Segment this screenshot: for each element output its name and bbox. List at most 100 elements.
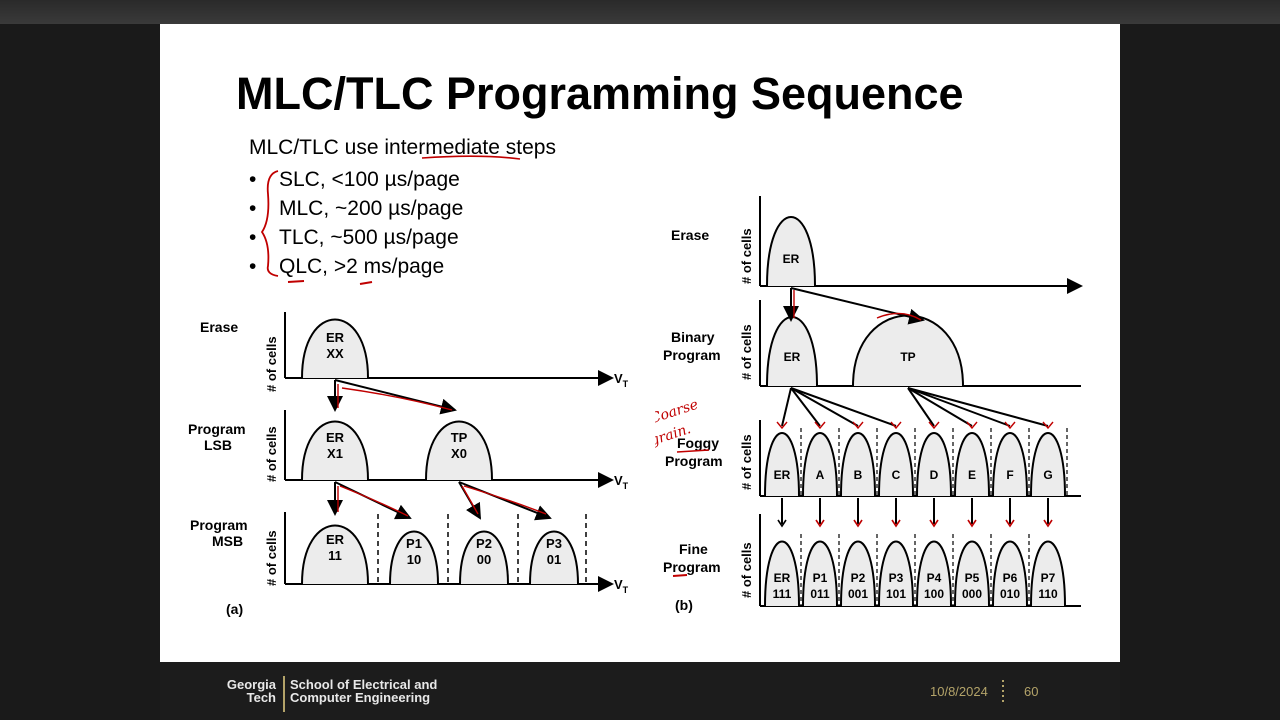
dist-name: ER: [784, 350, 801, 364]
transition-arrow: [790, 287, 925, 325]
slide: MLC/TLC Programming Sequence MLC/TLC use…: [160, 24, 1120, 662]
axis-label-vt: VT: [614, 371, 629, 389]
distribution-er: [301, 318, 369, 379]
dist-code: 11: [328, 548, 342, 563]
foggy-distribution-a: [802, 432, 838, 497]
fine-distribution-p6: [992, 540, 1028, 607]
dist-code: XX: [326, 346, 344, 361]
stage-label-binary: Binary: [671, 329, 715, 345]
transition-arrow: [458, 481, 552, 521]
distribution-p3: [529, 530, 579, 585]
dist-code: 10: [407, 552, 421, 567]
stage-label-msb: MSB: [212, 533, 243, 549]
school-name: School of Electrical and Computer Engine…: [290, 677, 438, 705]
stage-label-erase: Erase: [671, 227, 709, 243]
axis-label-vt: VT: [614, 473, 629, 491]
transition-arrow: [781, 387, 792, 427]
arrow-head: [929, 519, 939, 528]
distribution-p1: [389, 530, 439, 585]
dist-name: ER: [774, 571, 791, 585]
y-axis-label: # of cells: [264, 530, 279, 586]
dist-name: P7: [1041, 571, 1056, 585]
stage-label-program: Program: [663, 347, 721, 363]
dist-name: A: [816, 468, 825, 482]
bullet-item: •MLC, ~200 µs/page: [249, 197, 464, 220]
y-axis-label: # of cells: [739, 542, 754, 598]
arrow-head: [891, 519, 901, 528]
dist-name: ER: [326, 330, 345, 345]
dist-code: 100: [924, 587, 944, 601]
distribution-er: [301, 524, 369, 585]
right-margin: [1120, 24, 1280, 720]
dist-code: 011: [810, 587, 830, 601]
logo-divider: [283, 676, 285, 712]
footer-separator: [1002, 680, 1004, 702]
slide-date: 10/8/2024: [930, 684, 988, 699]
transition-arrow: [907, 387, 935, 427]
foggy-distribution-d: [916, 432, 952, 497]
stage-label-fine: Fine: [679, 541, 708, 557]
caption-b: (b): [675, 597, 693, 613]
foggy-distribution-b: [840, 432, 876, 497]
fine-distribution-er: [764, 540, 800, 607]
dist-name: P3: [889, 571, 904, 585]
stage-label-foggy: Foggy: [677, 435, 719, 451]
stage-label-program: Program: [188, 421, 246, 437]
bullet-item: •SLC, <100 µs/page: [249, 168, 460, 191]
dist-name: ER: [774, 468, 791, 482]
foggy-distribution-e: [954, 432, 990, 497]
dist-name: P3: [546, 536, 562, 551]
dist-name: P2: [476, 536, 492, 551]
dist-name: TP: [900, 350, 915, 364]
diagram-a: Erase # of cells VT ER XX Program LSB # …: [188, 312, 629, 617]
ink-arrow: [337, 485, 547, 517]
ink-arrow: [890, 421, 902, 430]
distribution-er: [301, 420, 369, 481]
dist-name: P4: [927, 571, 942, 585]
transition-arrow: [790, 387, 859, 427]
transition-arrow: [907, 387, 973, 427]
y-axis-label: # of cells: [264, 426, 279, 482]
dist-name: P2: [851, 571, 866, 585]
arrow-head: [967, 519, 977, 528]
dist-code: 110: [1038, 587, 1058, 601]
transition-arrow: [790, 387, 821, 427]
georgia-tech-logo: Georgia Tech School of Electrical and Co…: [220, 676, 470, 712]
stage-label-program: Program: [663, 559, 721, 575]
dist-code: 001: [848, 587, 868, 601]
dist-code: 010: [1000, 587, 1020, 601]
stage-label-program: Program: [665, 453, 723, 469]
window-top-bar: [0, 0, 1280, 24]
dist-name: P1: [406, 536, 422, 551]
dist-name: P6: [1003, 571, 1018, 585]
stage-label-program: Program: [190, 517, 248, 533]
ink-arrow: [793, 290, 922, 321]
dist-name: F: [1006, 468, 1013, 482]
dist-name: TP: [451, 430, 468, 445]
fine-distribution-p2: [840, 540, 876, 607]
slide-footer: Georgia Tech School of Electrical and Co…: [160, 662, 1120, 720]
transition-arrow: [907, 387, 1011, 427]
dist-name: P5: [965, 571, 980, 585]
dist-name: E: [968, 468, 976, 482]
y-axis-label: # of cells: [264, 336, 279, 392]
y-axis-label: # of cells: [739, 324, 754, 380]
bullet-text: MLC, ~200 µs/page: [279, 197, 464, 220]
ink-arrow: [1004, 421, 1016, 430]
bullet-item: •QLC, >2 ms/page: [249, 255, 445, 278]
bullet-text: TLC, ~500 µs/page: [279, 226, 459, 249]
bullet-item: •TLC, ~500 µs/page: [249, 226, 459, 249]
dist-code: 101: [886, 587, 906, 601]
ink-arrow: [928, 421, 940, 430]
foggy-distribution-c: [878, 432, 914, 497]
dist-name: ER: [326, 532, 345, 547]
ink-arrow: [776, 421, 788, 430]
dist-code: X0: [451, 446, 467, 461]
slide-number: 60: [1024, 684, 1039, 699]
stage-label-erase: Erase: [200, 319, 238, 335]
bullet-text: QLC, >2 ms/page: [279, 255, 445, 278]
ink-arrow: [1042, 421, 1054, 430]
arrow-head: [1005, 519, 1015, 528]
distribution-tp: [425, 420, 493, 481]
